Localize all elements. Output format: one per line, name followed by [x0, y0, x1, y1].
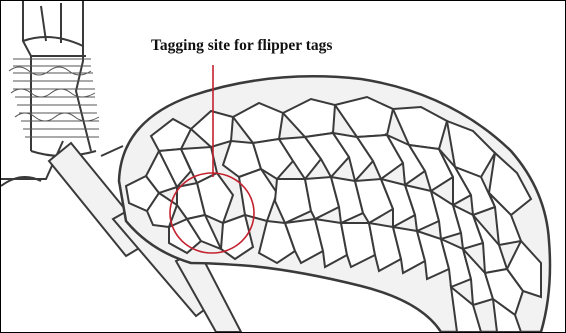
diagram-caption: Tagging site for flipper tags — [151, 37, 332, 55]
